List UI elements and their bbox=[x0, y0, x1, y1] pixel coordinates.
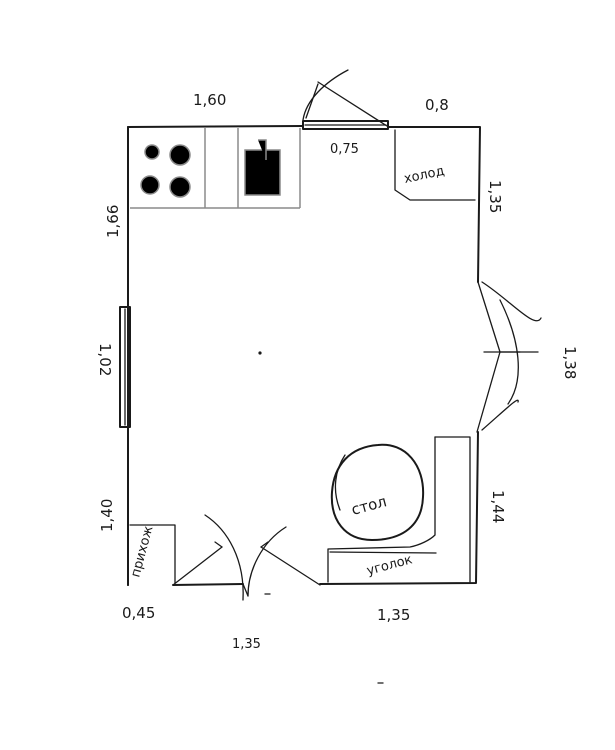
table-label: стол bbox=[349, 492, 388, 519]
fridge-label: холод bbox=[403, 164, 446, 187]
outer-walls bbox=[127, 125, 481, 586]
dim-bottom-door: 1,35 bbox=[232, 637, 261, 652]
kitchen-counter bbox=[130, 128, 301, 209]
stove-burner-icon bbox=[169, 176, 191, 198]
corner-sofa: уголок bbox=[327, 436, 471, 583]
dim-left-top: 1,66 bbox=[104, 205, 122, 238]
dim-left-window: 1,02 bbox=[96, 343, 114, 376]
hallway-label: прихож bbox=[128, 524, 156, 579]
sink-icon bbox=[244, 149, 281, 196]
dim-right-bottom: 1,44 bbox=[489, 490, 507, 523]
fridge: холод bbox=[394, 129, 476, 201]
dim-top-right: 0,8 bbox=[425, 96, 449, 114]
dim-bottom-right: 1,35 bbox=[377, 606, 410, 624]
dim-bottom-left: 0,45 bbox=[122, 604, 155, 622]
round-table: стол bbox=[330, 443, 425, 541]
dim-top-window: 0,75 bbox=[330, 142, 359, 157]
top-window bbox=[302, 69, 389, 130]
stove-burner-icon bbox=[140, 175, 160, 195]
sofa-label: уголок bbox=[365, 552, 414, 579]
dim-left-bottom: 1,40 bbox=[98, 499, 116, 532]
center-mark bbox=[258, 351, 262, 355]
dim-top-left: 1,60 bbox=[193, 91, 226, 109]
hallway-closet: прихож bbox=[128, 524, 176, 584]
dim-right-top: 1,35 bbox=[486, 180, 504, 213]
bottom-doors bbox=[172, 514, 321, 601]
stove-burner-icon bbox=[144, 144, 160, 160]
stove-burner-icon bbox=[169, 144, 191, 166]
left-window bbox=[119, 306, 131, 428]
right-door bbox=[476, 281, 542, 433]
dim-right-door: 1,38 bbox=[561, 346, 579, 379]
